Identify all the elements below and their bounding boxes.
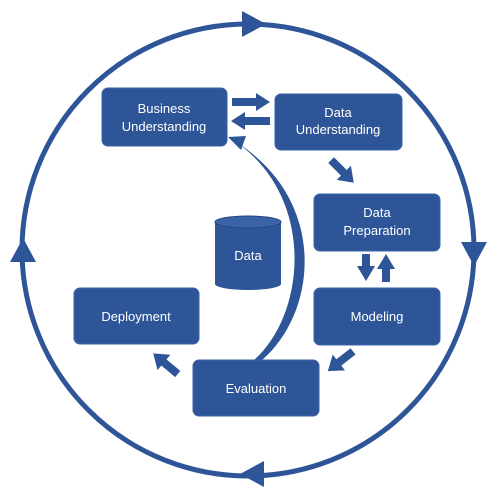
- business-understanding-label-line1: Business: [138, 101, 191, 116]
- du-to-dp-arrow: [328, 157, 354, 183]
- data-understanding-box: Data Understanding: [274, 93, 403, 151]
- deployment-label: Deployment: [101, 309, 171, 324]
- ring-arrow-top: [242, 11, 266, 37]
- evaluation-label: Evaluation: [226, 381, 287, 396]
- data-cylinder: Data: [214, 215, 282, 290]
- modeling-label: Modeling: [351, 309, 404, 324]
- evaluation-to-deployment-arrow: [153, 353, 181, 378]
- bu-to-du-arrow: [232, 93, 270, 111]
- dp-to-modeling-arrow: [357, 254, 375, 281]
- data-cylinder-label: Data: [234, 248, 262, 263]
- business-understanding-box: Business Understanding: [101, 87, 228, 147]
- modeling-to-evaluation-arrow: [327, 348, 356, 372]
- data-preparation-label-line1: Data: [363, 205, 391, 220]
- deployment-box: Deployment: [73, 287, 200, 345]
- evaluation-box: Evaluation: [192, 359, 320, 417]
- ring-arrow-left: [10, 238, 36, 262]
- modeling-box: Modeling: [313, 287, 441, 346]
- data-preparation-box: Data Preparation: [313, 193, 441, 252]
- modeling-to-dp-arrow: [377, 254, 395, 282]
- feedback-curve-arrowhead: [228, 136, 246, 150]
- feedback-curve: [236, 142, 305, 360]
- ring-arrow-right: [461, 242, 487, 266]
- data-preparation-label-line2: Preparation: [343, 223, 410, 238]
- data-understanding-label-line1: Data: [324, 105, 352, 120]
- du-to-bu-arrow: [231, 112, 270, 130]
- data-understanding-label-line2: Understanding: [296, 122, 381, 137]
- business-understanding-label-line2: Understanding: [122, 119, 207, 134]
- ring-arrow-bottom: [240, 461, 264, 487]
